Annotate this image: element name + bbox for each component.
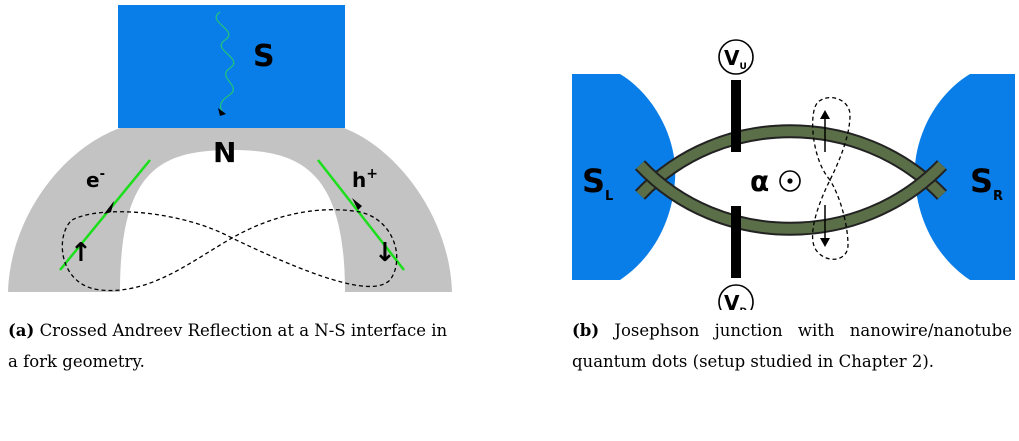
spin-up-arrow: ↑: [70, 238, 92, 268]
entanglement-loop: [61, 209, 398, 292]
electron-label: e-: [86, 167, 105, 192]
left-lead-label: SL: [582, 162, 613, 204]
angle-label: α: [750, 165, 769, 198]
spin-down-arrow: ↓: [374, 238, 396, 268]
caption-a: (a) Crossed Andreev Reflection at a N-S …: [8, 315, 458, 377]
caption-a-text: Crossed Andreev Reflection at a N-S inte…: [8, 321, 448, 371]
spin-loop: [811, 97, 851, 260]
electron-arrowhead: [104, 201, 114, 214]
electron-trajectory: [59, 159, 151, 271]
caption-a-label: (a): [8, 321, 35, 340]
s-label: S: [253, 39, 275, 74]
nanowire-upper-fill: [636, 126, 946, 199]
nanowire-lower-fill: [636, 161, 946, 234]
gate-down-marker: [718, 284, 754, 310]
normal-metal-arch: [8, 128, 452, 292]
figure-b: SL SR VU VD α: [572, 39, 1015, 310]
gate-down-label: VD: [724, 291, 747, 310]
n-label: N: [213, 136, 236, 169]
spin-up-head: [820, 110, 830, 119]
gate-lower: [731, 206, 741, 278]
left-superconductor: [572, 74, 676, 280]
right-superconductor: [914, 74, 1015, 280]
gate-upper: [731, 80, 741, 152]
gate-up-marker: [718, 39, 754, 75]
gate-up-label: VU: [724, 46, 747, 72]
figure-a: S N e- h+ ↑ ↓: [8, 5, 452, 292]
spin-down-head: [820, 238, 830, 247]
caption-b-label: (b): [572, 321, 600, 340]
caption-b-text: Josephson junction with nanowire/nanotub…: [572, 321, 1012, 371]
hole-label: h+: [352, 166, 378, 192]
caption-b: (b) Josephson junction with nanowire/nan…: [572, 315, 1012, 377]
photon-wiggle: [215, 11, 235, 113]
hole-arrowhead: [352, 198, 362, 210]
photon-arrowhead: [218, 108, 226, 116]
right-lead-label: SR: [970, 162, 1003, 204]
hole-trajectory: [317, 159, 405, 271]
field-dot: [787, 178, 793, 184]
